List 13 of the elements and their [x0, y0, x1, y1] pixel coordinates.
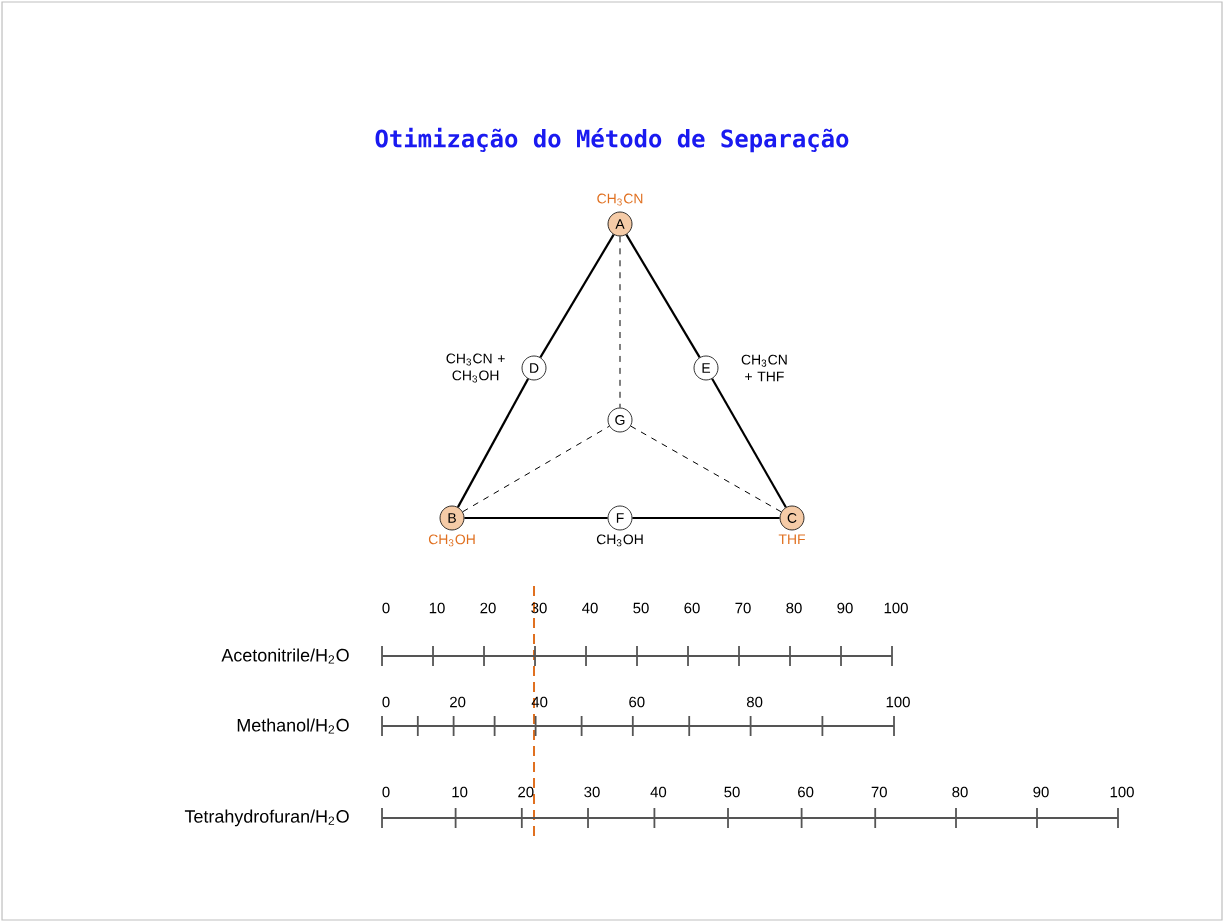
scale-label: Tetrahydrofuran/H$_{2}$O — [184, 809, 349, 827]
connector-line — [464, 516, 608, 520]
connector-line — [625, 234, 701, 358]
connector-line — [457, 378, 530, 508]
scale-label: Acetonitrile/H$_{2}$O — [221, 648, 349, 664]
connector-line — [711, 378, 787, 508]
connector-line — [539, 234, 615, 358]
connector-line — [462, 425, 610, 513]
scale-label: Methanol/H$_{2}$O — [237, 718, 349, 734]
title: Otimização do Método de Separação — [375, 127, 849, 153]
connector-line — [632, 516, 780, 520]
connector-line — [630, 425, 782, 513]
connector-line — [619, 235, 621, 409]
